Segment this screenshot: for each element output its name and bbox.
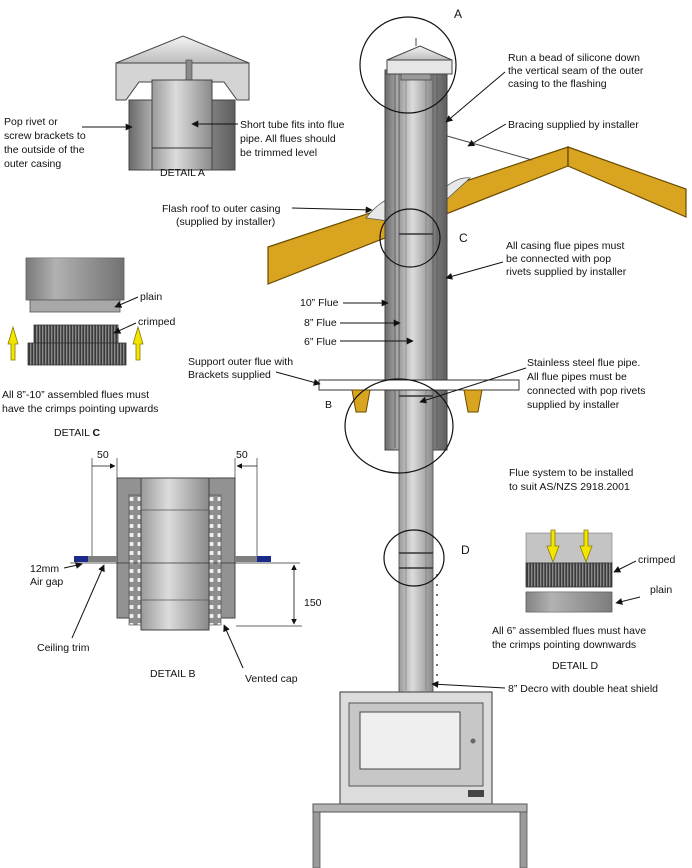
letter-a: A — [454, 7, 462, 21]
detail-d: crimped plain All 6” assembled flues mus… — [492, 529, 676, 672]
flash-roof-note-2: (supplied by installer) — [176, 216, 275, 228]
air-gap-label-1: 12mm — [30, 563, 59, 575]
casing-pipes-note-2: be connected with pop — [506, 253, 611, 265]
detail-d-plain-label: plain — [650, 584, 672, 596]
detail-d-note-1: All 6” assembled flues must have — [492, 625, 646, 637]
detail-a-right-note-1: Short tube fits into flue — [240, 119, 345, 131]
support-note-2: Brackets supplied — [188, 369, 271, 381]
stainless-note-1: Stainless steel flue pipe. — [527, 357, 640, 369]
up-arrow-icon — [7, 325, 19, 361]
casing-pipes-note-3: rivets supplied by installer — [506, 266, 627, 278]
up-arrow-icon — [132, 325, 144, 361]
detail-a-left-note-3: the outside of the — [4, 144, 85, 156]
detail-c-title: DETAIL C — [54, 427, 101, 439]
detail-b-title: DETAIL B — [150, 668, 196, 680]
standard-note-1: Flue system to be installed — [509, 467, 633, 479]
detail-d-note-2: the crimps pointing downwards — [492, 639, 636, 651]
detail-d-title: DETAIL D — [552, 660, 599, 672]
detail-d-crimped-label: crimped — [638, 554, 676, 566]
down-arrow-icon — [579, 529, 593, 564]
detail-a-right-note-2: pipe. All flues should — [240, 133, 336, 145]
detail-circle-b — [344, 378, 454, 474]
detail-c-crimped-label: crimped — [138, 316, 176, 328]
decro-note: 8” Decro with double heat shield — [508, 683, 658, 695]
letter-c: C — [459, 231, 468, 245]
casing-pipes-note-1: All casing flue pipes must — [506, 240, 625, 252]
wood-stove — [312, 691, 528, 868]
silicone-note-1: Run a bead of silicone down — [508, 52, 640, 64]
flash-roof-note-1: Flash roof to outer casing — [162, 203, 281, 215]
stainless-note-4: supplied by installer — [527, 399, 620, 411]
vented-cap-label: Vented cap — [245, 673, 298, 685]
air-gap-label-2: Air gap — [30, 576, 63, 588]
flue-10-label: 10” Flue — [300, 297, 339, 309]
detail-c-note-1: All 8”-10” assembled flues must — [2, 389, 149, 401]
detail-c: plain crimped All 8”-10” assembled flues… — [2, 257, 176, 439]
detail-a-left-note-1: Pop rivet or — [4, 116, 58, 128]
detail-a-left-note-2: screw brackets to — [4, 130, 86, 142]
stainless-note-2: All flue pipes must be — [527, 371, 627, 383]
support-note-1: Support outer flue with — [188, 356, 293, 368]
dim-left-50: 50 — [97, 449, 109, 461]
detail-circle-a — [359, 16, 457, 114]
letter-d: D — [461, 543, 470, 557]
bracing-note: Bracing supplied by installer — [508, 119, 639, 131]
cowl — [386, 38, 453, 81]
detail-a-left-note-4: outer casing — [4, 158, 61, 170]
detail-c-note-2: have the crimps pointing upwards — [2, 403, 158, 415]
detail-b: 50 50 150 12mm Air gap Ceiling trim DETA… — [30, 449, 322, 685]
stainless-note-3: connected with pop rivets — [527, 385, 645, 397]
flue-8-label: 8” Flue — [304, 317, 337, 329]
detail-a-right-note-3: be trimmed level — [240, 147, 317, 159]
down-arrow-icon — [546, 529, 560, 564]
detail-a: DETAIL A Pop rivet or screw brackets to … — [4, 35, 345, 179]
dim-height-150: 150 — [304, 597, 322, 609]
main-assembly — [267, 16, 687, 868]
silicone-note-3: casing to the flashing — [508, 78, 607, 90]
letter-b: B — [325, 399, 332, 411]
detail-circle-d — [383, 529, 445, 587]
silicone-note-2: the vertical seam of the outer — [508, 65, 644, 77]
detail-circle-c — [379, 208, 441, 268]
flue-6-label: 6” Flue — [304, 336, 337, 348]
standard-note-2: to suit AS/NZS 2918.2001 — [509, 481, 630, 493]
detail-c-plain-label: plain — [140, 291, 162, 303]
main-annotations: Run a bead of silicone down the vertical… — [162, 52, 658, 695]
ceiling-trim-label: Ceiling trim — [37, 642, 90, 654]
dim-right-50: 50 — [236, 449, 248, 461]
detail-a-title: DETAIL A — [160, 167, 205, 179]
